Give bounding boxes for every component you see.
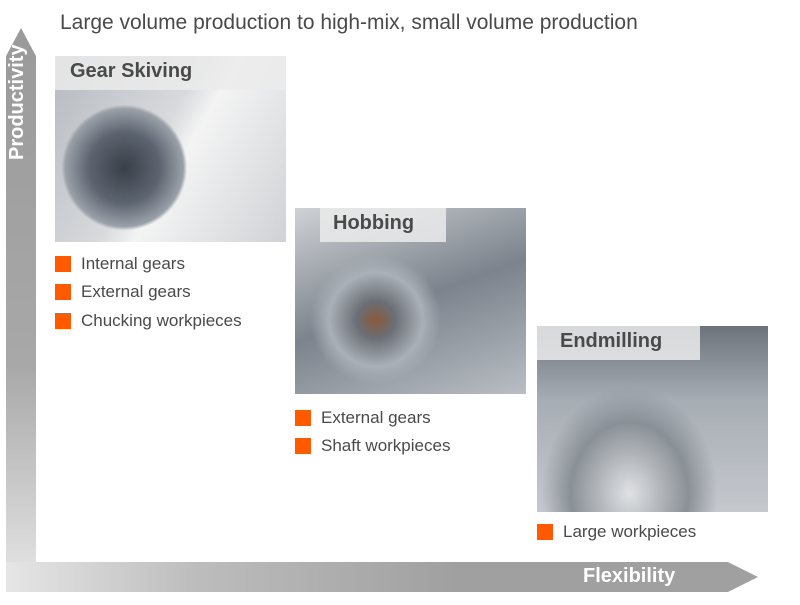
- endmilling-title: Endmilling: [560, 330, 663, 352]
- flexibility-axis-arrow: [6, 562, 758, 592]
- bullet-square-icon: [55, 256, 71, 272]
- gear-skiving-title: Gear Skiving: [70, 60, 193, 82]
- bullet-square-icon: [537, 524, 553, 540]
- flexibility-axis-label: Flexibility: [583, 565, 676, 587]
- gear-skiving-image: Gear Skiving: [55, 56, 286, 242]
- feature-item: Large workpieces: [537, 522, 696, 542]
- hobbing-image: Hobbing: [295, 208, 526, 394]
- feature-item: Shaft workpieces: [295, 436, 450, 456]
- feature-item: Internal gears: [55, 254, 242, 274]
- feature-item: Chucking workpieces: [55, 311, 242, 331]
- productivity-axis-label: Productivity: [6, 44, 28, 160]
- bullet-square-icon: [295, 410, 311, 426]
- feature-item: External gears: [55, 282, 242, 302]
- hobbing-title: Hobbing: [333, 212, 415, 234]
- bullet-square-icon: [295, 438, 311, 454]
- hobbing-features: External gears Shaft workpieces: [295, 408, 450, 456]
- productivity-axis-arrow: [6, 28, 36, 590]
- endmilling-features: Large workpieces: [537, 522, 696, 542]
- feature-item: External gears: [295, 408, 450, 428]
- bullet-square-icon: [55, 313, 71, 329]
- gear-skiving-features: Internal gears External gears Chucking w…: [55, 254, 242, 331]
- bullet-square-icon: [55, 284, 71, 300]
- diagram-title: Large volume production to high-mix, sma…: [60, 11, 638, 34]
- endmilling-image: Endmilling: [537, 326, 768, 512]
